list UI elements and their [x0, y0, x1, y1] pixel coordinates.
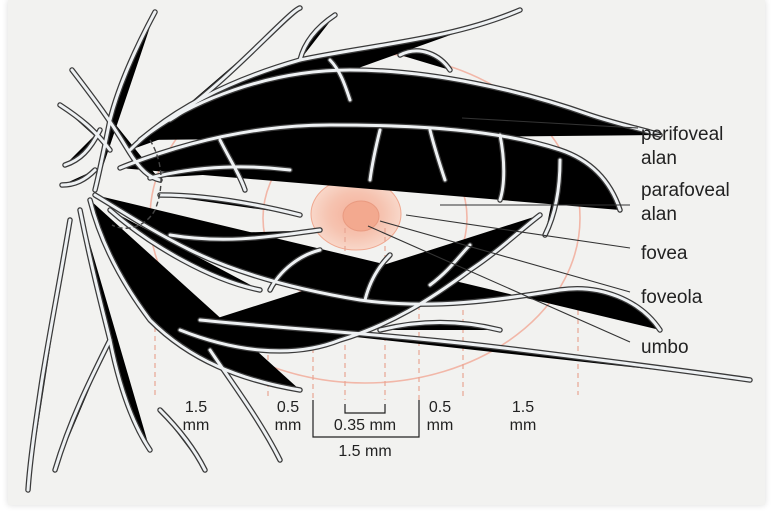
scale-left-inner-unit: mm [275, 417, 302, 434]
fovea-label: fovea [641, 243, 688, 264]
scale-left-outer-value: 1.5 [185, 399, 207, 416]
perifoveal-label-line1: perifoveal [641, 124, 723, 145]
perifoveal-label-line2: alan [641, 148, 677, 169]
scale-right-inner-unit: mm [427, 417, 454, 434]
scale-right-inner-value: 0.5 [429, 399, 451, 416]
center-bracket [345, 404, 385, 413]
umbo-label: umbo [641, 337, 689, 358]
scale-center-label: 0.35 mm [334, 417, 396, 434]
parafoveal-label-line2: alan [641, 204, 677, 225]
scale-right-outer-unit: mm [510, 417, 537, 434]
foveola-disc [343, 201, 379, 231]
scale-right-outer-value: 1.5 [512, 399, 534, 416]
scale-left-inner-value: 0.5 [277, 399, 299, 416]
scale-left-outer-unit: mm [183, 417, 210, 434]
scale-total-label: 1.5 mm [338, 443, 391, 460]
foveola-label: foveola [641, 287, 703, 308]
parafoveal-label-line1: parafoveal [641, 180, 730, 201]
